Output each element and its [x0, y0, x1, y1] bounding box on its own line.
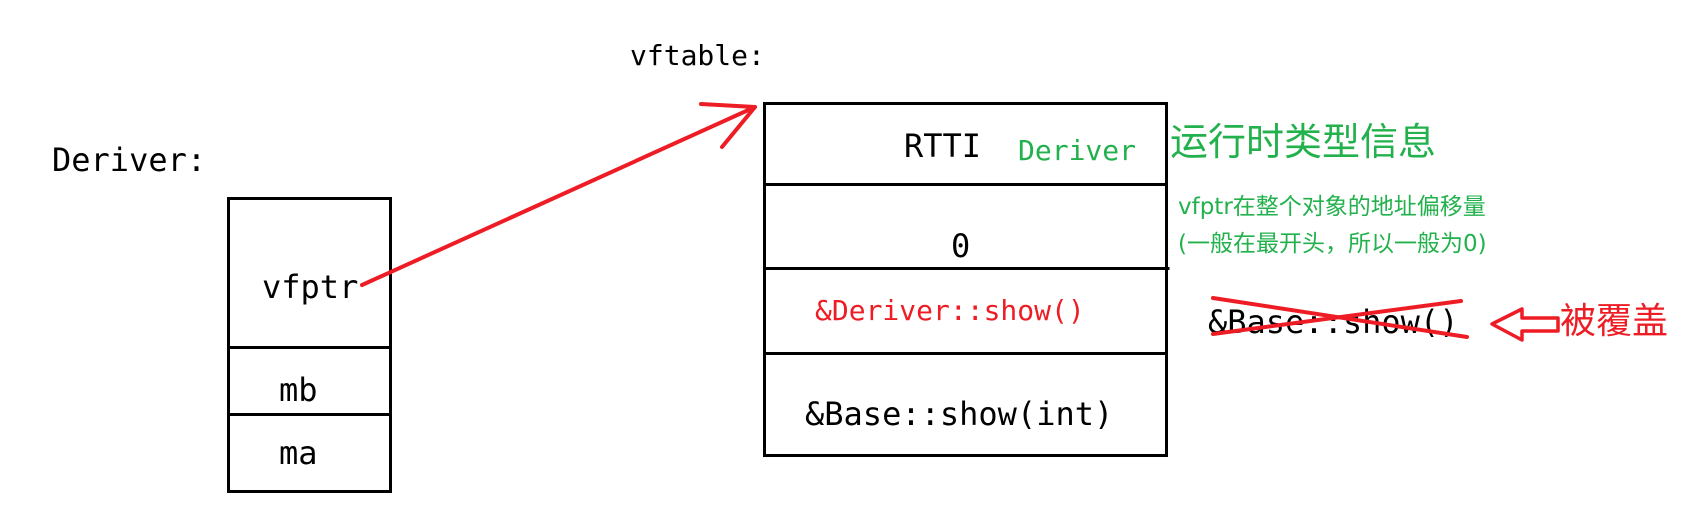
hollow-left-arrow-icon	[1490, 307, 1560, 342]
vftable-title: vftable:	[630, 39, 765, 72]
object-divider	[227, 346, 392, 349]
strike-line	[1211, 299, 1463, 336]
base-show-int-entry: &Base::show(int)	[805, 395, 1114, 433]
vftable-box	[763, 102, 1168, 457]
vftable-divider	[763, 352, 1168, 355]
vftable-divider	[763, 267, 1168, 270]
vfptr-cell: vfptr	[262, 268, 359, 306]
deriver-show-entry: &Deriver::show()	[815, 294, 1085, 327]
vfptr-arrow-line	[360, 105, 757, 287]
offset-annotation-line2: (一般在最开头，所以一般为0)	[1178, 231, 1487, 257]
object-divider	[230, 413, 390, 416]
overridden-label: 被覆盖	[1560, 301, 1669, 342]
offset-annotation-line1: vfptr在整个对象的地址偏移量	[1178, 194, 1486, 220]
vftable-divider	[763, 183, 1168, 186]
ma-cell: ma	[279, 434, 318, 472]
overridden-entry: &Base::show()	[1208, 303, 1459, 341]
rtti-cell: RTTI	[904, 127, 982, 165]
offset-cell: 0	[951, 227, 971, 265]
vfptr-arrow-icon	[699, 102, 757, 149]
object-title: Deriver:	[52, 141, 207, 179]
mb-cell: mb	[279, 371, 318, 409]
object-box	[227, 197, 392, 493]
rtti-type-label: Deriver	[1018, 134, 1137, 167]
rtti-annotation: 运行时类型信息	[1170, 120, 1437, 164]
